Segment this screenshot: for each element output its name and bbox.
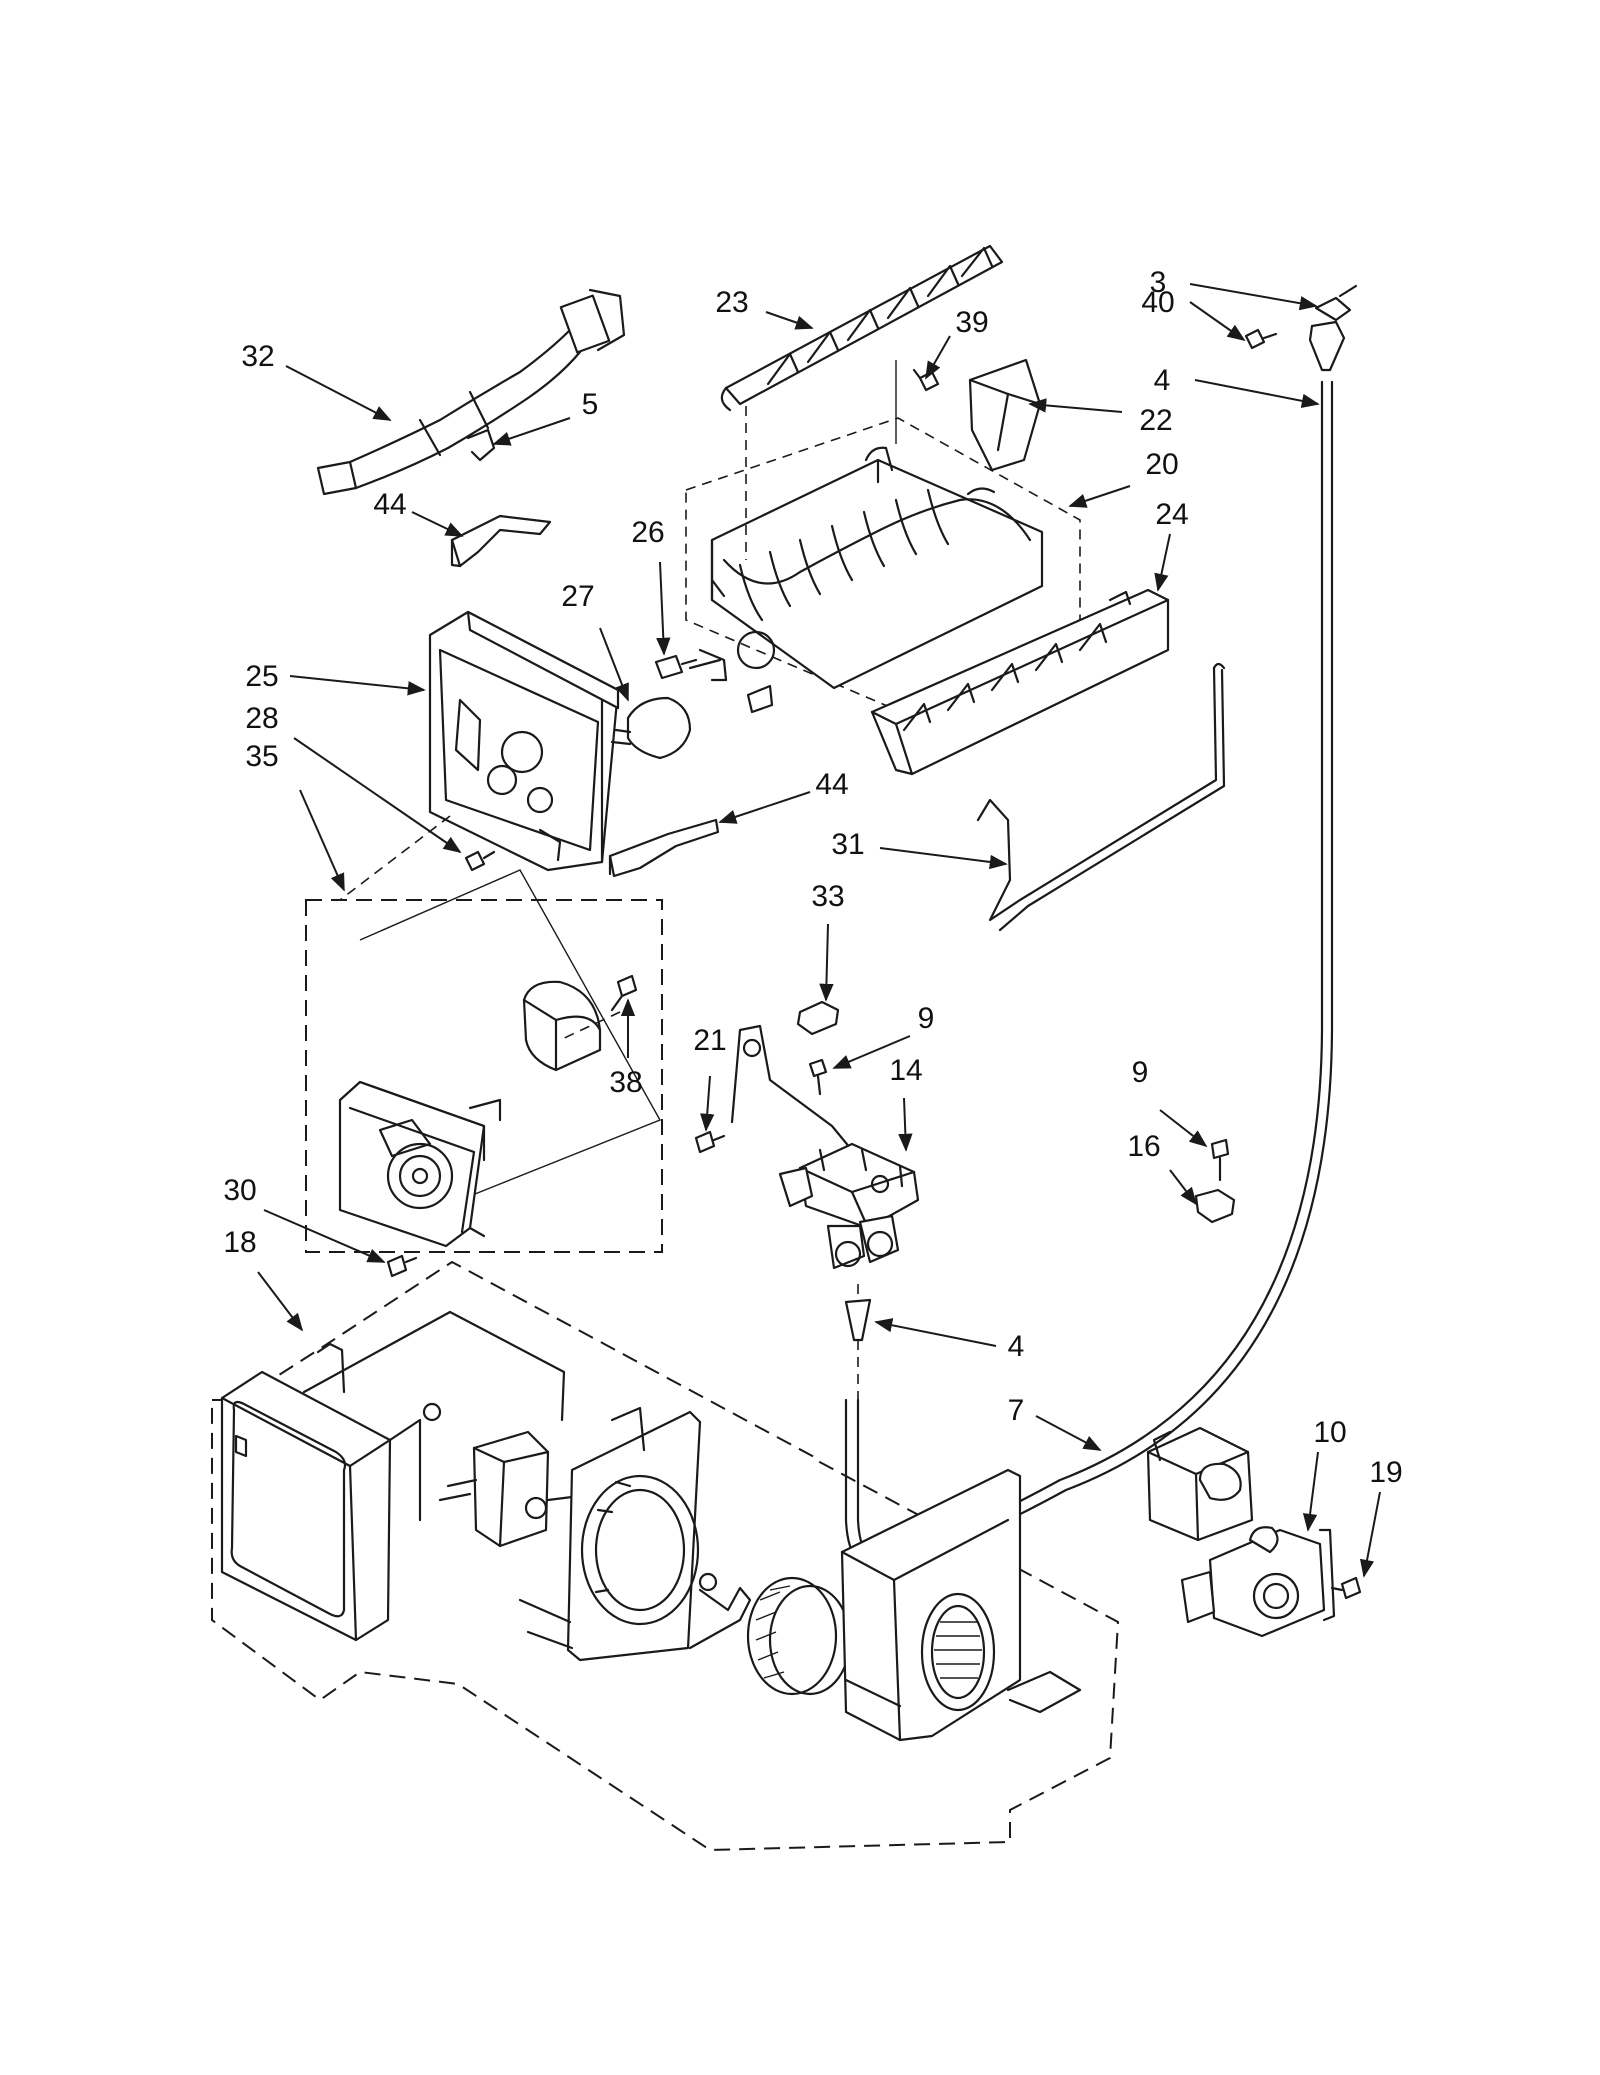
screw-part-38 <box>610 974 638 1012</box>
fitting-part-4-middle <box>844 1284 872 1400</box>
screw-part-9-upper <box>808 1058 828 1096</box>
callout-16: 16 <box>1127 1130 1160 1163</box>
callout-22: 22 <box>1139 404 1172 437</box>
callout-4-middle: 4 <box>1008 1330 1025 1363</box>
bracket-part-44-lower <box>608 818 720 878</box>
screw-alignment-line <box>559 1011 621 1041</box>
callout-27: 27 <box>561 580 594 613</box>
callout-40: 40 <box>1141 286 1174 319</box>
screw-part-19 <box>1330 1576 1362 1600</box>
callout-44-upper: 44 <box>373 488 406 521</box>
bracket-part-44-upper <box>450 514 552 568</box>
clamp-part-16 <box>1194 1188 1236 1224</box>
ice-mold-part-20 <box>685 417 1081 715</box>
screw-part-28 <box>464 850 496 872</box>
water-valve-part-14 <box>730 1024 920 1270</box>
callout-9-right: 9 <box>1132 1056 1149 1089</box>
water-inlet-valve-part-10 <box>1146 1426 1336 1638</box>
screw-part-39 <box>895 360 940 444</box>
callout-20: 20 <box>1145 448 1178 481</box>
ice-maker-housing-part-25 <box>428 610 620 872</box>
screw-part-30 <box>386 1254 418 1278</box>
callout-23: 23 <box>715 286 748 319</box>
motor-module-part-35 <box>305 869 663 1253</box>
callout-35: 35 <box>245 740 278 773</box>
callout-44-lower: 44 <box>815 768 848 801</box>
motor-alignment-line <box>339 815 451 901</box>
wire-harness-part-32 <box>316 288 626 496</box>
callout-3: 3 <box>1150 266 1167 299</box>
wire-clip-part-5 <box>466 428 496 462</box>
screw-part-40 <box>1244 328 1278 350</box>
callout-31: 31 <box>831 828 864 861</box>
callout-4-top: 4 <box>1154 364 1171 397</box>
screw-part-21 <box>694 1130 726 1154</box>
stripper-part-24 <box>870 588 1170 776</box>
shaft-part-26 <box>654 654 698 680</box>
fitting-part-4-top <box>1308 320 1346 372</box>
callout-18: 18 <box>223 1226 256 1259</box>
callout-21: 21 <box>693 1024 726 1057</box>
fan-motor-assembly-part-18 <box>211 1260 1120 1852</box>
leader-lines <box>257 283 1381 1578</box>
callout-5: 5 <box>582 388 599 421</box>
callout-25: 25 <box>245 660 278 693</box>
callout-labels: 3 40 4 22 20 24 23 39 32 5 44 26 27 25 2… <box>223 266 1402 1489</box>
callout-26: 26 <box>631 516 664 549</box>
callout-39: 39 <box>955 306 988 339</box>
callout-19: 19 <box>1369 1456 1402 1489</box>
shutoff-arm-part-31 <box>976 662 1226 932</box>
callout-7: 7 <box>1008 1394 1025 1427</box>
clip-part-33 <box>796 1000 840 1036</box>
callout-14: 14 <box>889 1054 922 1087</box>
clamp-part-3 <box>1314 284 1358 322</box>
callout-32: 32 <box>241 340 274 373</box>
ejector-part-23 <box>720 244 1004 560</box>
thermostat-part-27 <box>610 696 692 760</box>
callout-28: 28 <box>245 702 278 735</box>
callout-24: 24 <box>1155 498 1188 531</box>
fill-cup-part-22 <box>968 358 1042 472</box>
callout-30: 30 <box>223 1174 256 1207</box>
screw-part-9-right <box>1210 1138 1230 1182</box>
callout-33: 33 <box>811 880 844 913</box>
callout-10: 10 <box>1313 1416 1346 1449</box>
callout-38: 38 <box>609 1066 642 1099</box>
callout-9-upper: 9 <box>918 1002 935 1035</box>
